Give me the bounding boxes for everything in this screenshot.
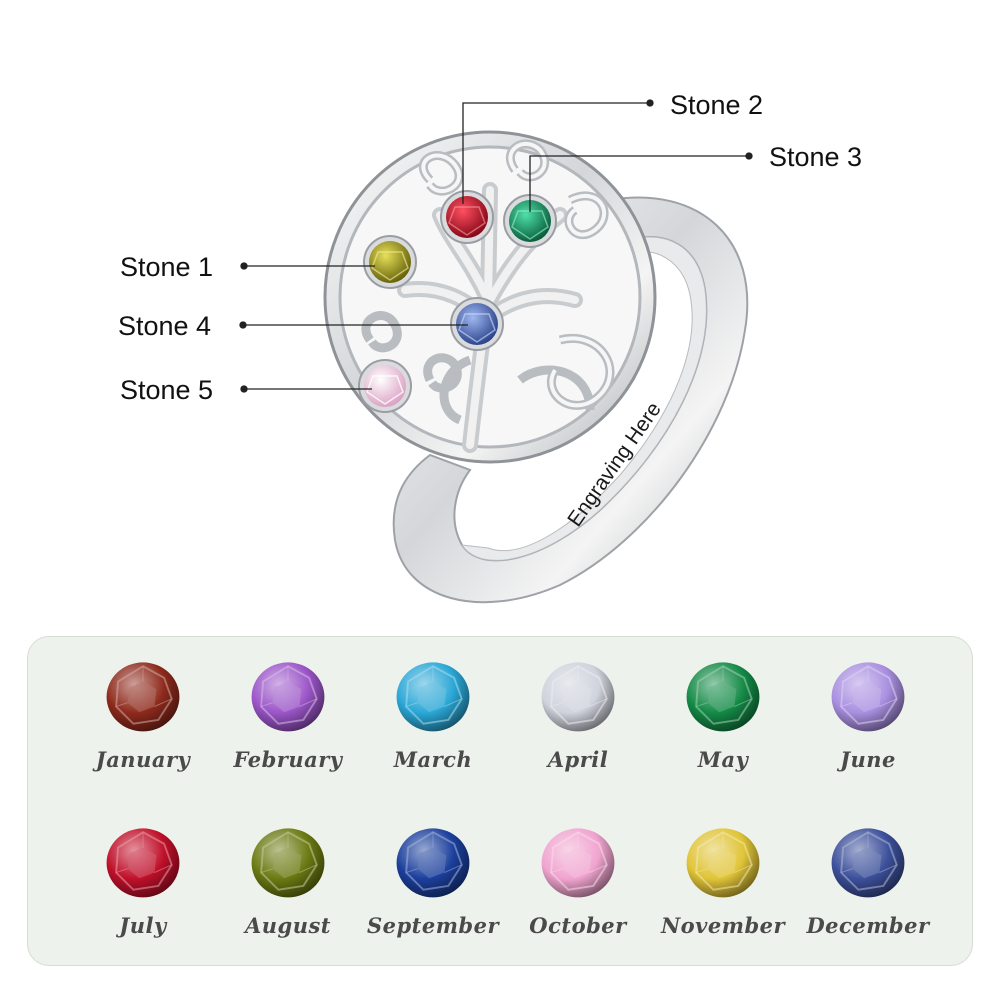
birthstone-april: April: [503, 649, 653, 794]
gem-icon: [251, 662, 325, 732]
gem-icon: [251, 828, 325, 898]
month-label: January: [95, 747, 191, 772]
birthstone-september: September: [358, 815, 508, 960]
gem-icon: [541, 662, 615, 732]
month-label: April: [547, 747, 609, 772]
gem-icon: [106, 828, 180, 898]
month-label: February: [233, 747, 343, 772]
gem-icon: [686, 828, 760, 898]
tree-of-life-disc: [323, 130, 657, 464]
birthstone-january: January: [68, 649, 218, 794]
month-label: March: [393, 747, 473, 772]
month-label: June: [840, 747, 896, 772]
stone-1-gem: [363, 235, 417, 289]
ring-band: [392, 196, 749, 604]
ring-stones: [358, 190, 557, 413]
month-label: December: [806, 913, 930, 938]
birthstone-december: December: [793, 815, 943, 960]
stone-5-gem: [358, 359, 412, 413]
birthstone-march: March: [358, 649, 508, 794]
birthstone-july: July: [68, 815, 218, 960]
stone-1-label: Stone 1: [120, 252, 214, 282]
stone-3-gem: [503, 194, 557, 248]
gem-icon: [106, 662, 180, 732]
month-label: October: [529, 913, 627, 938]
gem-icon: [686, 662, 760, 732]
birthstone-may: May: [648, 649, 798, 794]
gem-icon: [396, 662, 470, 732]
stone-4-gem: [450, 297, 504, 351]
ring-image: Engraving Here: [239, 99, 753, 604]
gem-icon: [831, 662, 905, 732]
stone-2-label: Stone 2: [670, 90, 764, 120]
gem-icon: [541, 828, 615, 898]
month-label: November: [660, 913, 786, 938]
gem-icon: [831, 828, 905, 898]
birthstone-february: February: [213, 649, 363, 794]
birthstone-june: June: [793, 649, 943, 794]
stone-3-label: Stone 3: [769, 142, 863, 172]
stone-2-gem: [440, 190, 494, 244]
month-label: August: [244, 913, 332, 938]
gem-icon: [396, 828, 470, 898]
birthstone-november: November: [648, 815, 798, 960]
birthstone-october: October: [503, 815, 653, 960]
ring-illustration: Engraving Here: [118, 90, 863, 604]
month-label: September: [366, 913, 500, 938]
birthstone-august: August: [213, 815, 363, 960]
stone-4-label: Stone 4: [118, 311, 212, 341]
stone-5-label: Stone 5: [120, 375, 214, 405]
month-label: May: [697, 747, 749, 772]
month-label: July: [119, 913, 167, 938]
callout-lines: [239, 99, 753, 393]
